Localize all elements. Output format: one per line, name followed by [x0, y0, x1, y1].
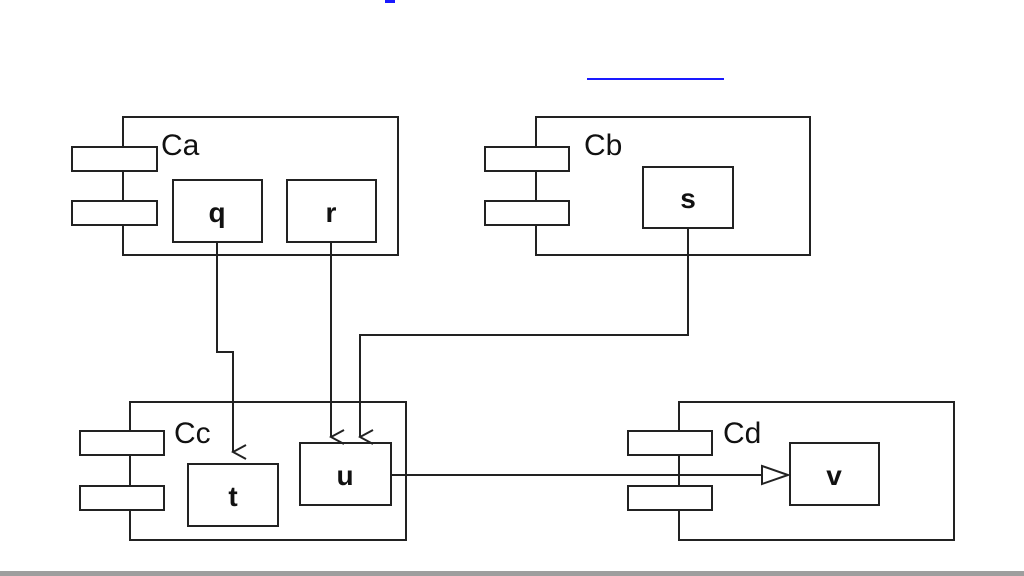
- component-ca-label: Ca: [161, 129, 200, 162]
- component-cb: Cb s: [485, 117, 810, 255]
- component-cd-port-bottom: [628, 486, 712, 510]
- component-cc-port-top: [80, 431, 164, 455]
- part-q: q: [173, 180, 262, 242]
- component-cb-port-top: [485, 147, 569, 171]
- component-cd-port-top: [628, 431, 712, 455]
- part-q-label: q: [208, 197, 225, 228]
- component-ca: Ca q r: [72, 117, 398, 255]
- footer-bar: [0, 571, 1024, 576]
- part-u: u: [300, 443, 391, 505]
- connector-s-to-u: [360, 228, 688, 437]
- part-s-label: s: [680, 183, 696, 214]
- component-cc-label: Cc: [174, 417, 211, 450]
- component-cd: Cd v: [628, 402, 954, 540]
- link-underline[interactable]: [587, 78, 724, 80]
- component-cb-label: Cb: [584, 129, 622, 162]
- component-cc-port-bottom: [80, 486, 164, 510]
- top-link-fragment[interactable]: [385, 0, 395, 3]
- part-r: r: [287, 180, 376, 242]
- part-s: s: [643, 167, 733, 228]
- part-t: t: [188, 464, 278, 526]
- component-ca-port-top: [72, 147, 157, 171]
- part-v: v: [790, 443, 879, 505]
- part-u-label: u: [336, 460, 353, 491]
- part-t-label: t: [228, 481, 237, 512]
- part-r-label: r: [326, 197, 337, 228]
- component-cc: Cc t u: [80, 402, 406, 540]
- component-cb-port-bottom: [485, 201, 569, 225]
- part-v-label: v: [826, 460, 842, 491]
- component-cd-label: Cd: [723, 417, 761, 450]
- component-ca-port-bottom: [72, 201, 157, 225]
